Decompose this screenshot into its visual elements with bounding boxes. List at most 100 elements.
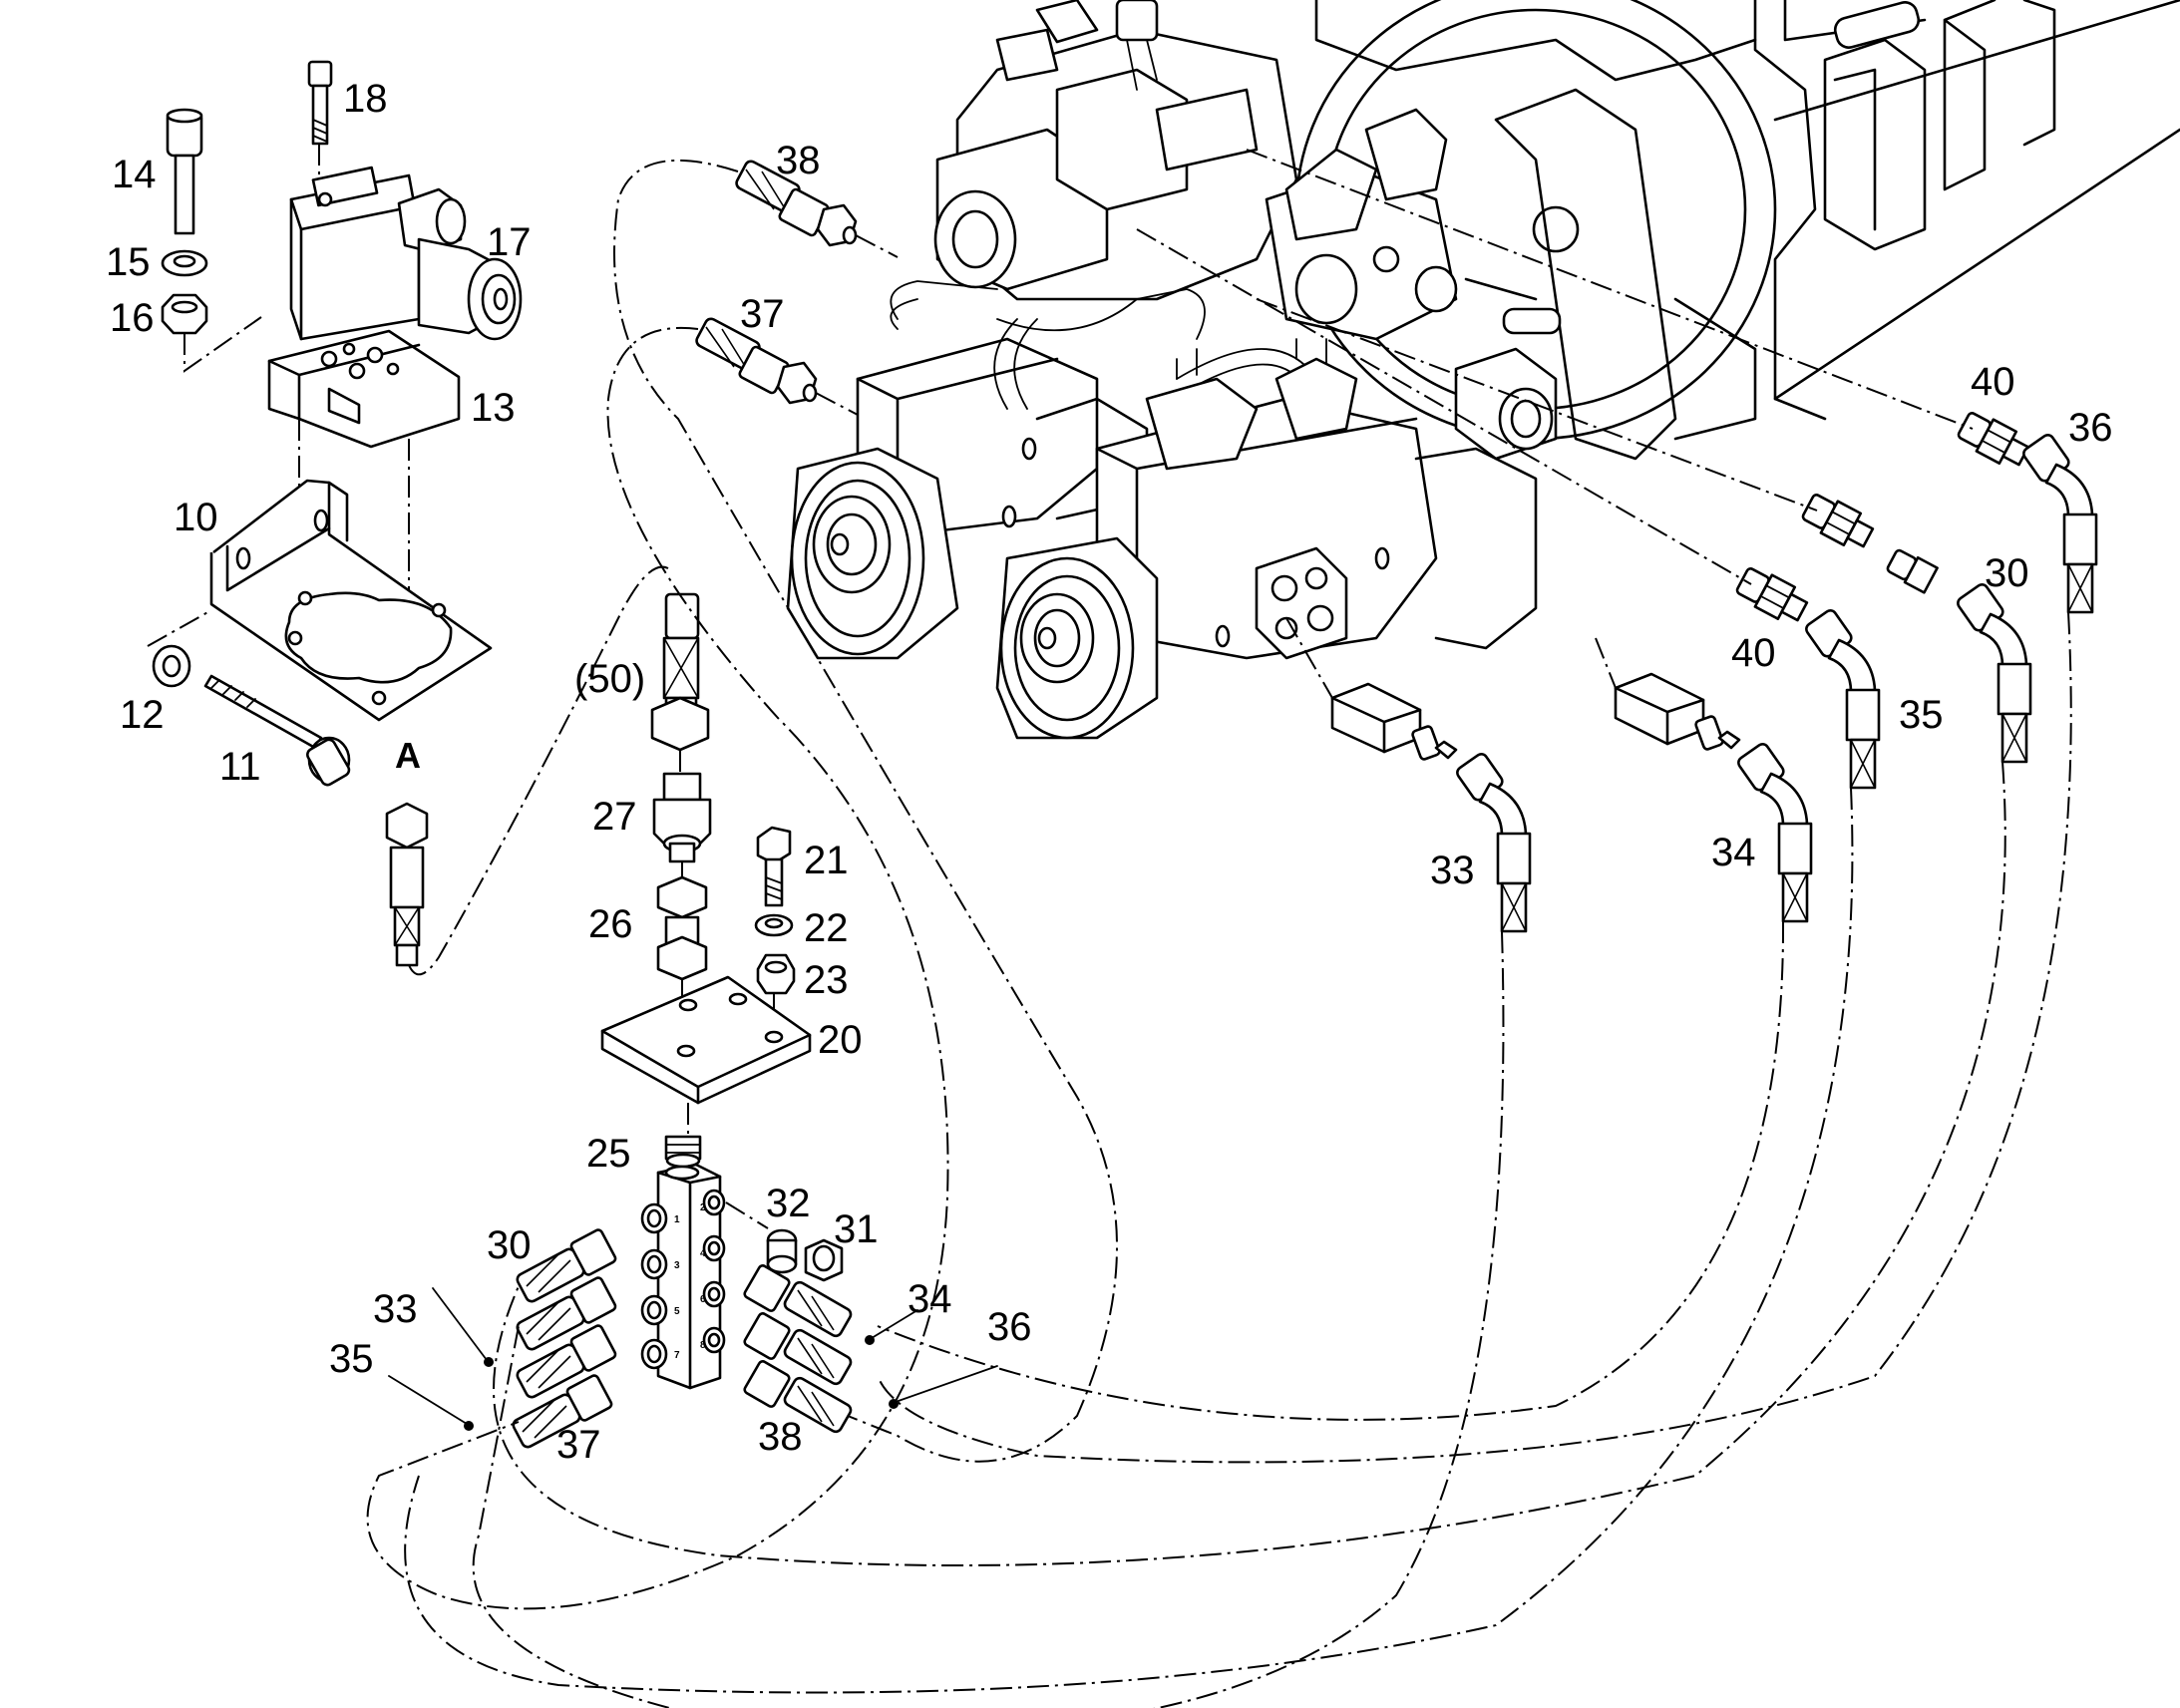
washer-15[interactable] [161, 249, 208, 277]
callout-50: (50) [574, 657, 645, 701]
port-number-6: 6 [700, 1294, 706, 1305]
manifold-port-7[interactable] [640, 1338, 668, 1370]
callout-38-top: 38 [776, 139, 821, 182]
callout-34-bottom: 34 [908, 1277, 952, 1321]
washer-22[interactable] [754, 913, 794, 937]
callout-27: 27 [592, 795, 637, 839]
manifold-port-1[interactable] [640, 1202, 668, 1234]
sensor-fitting-33[interactable] [1330, 682, 1458, 761]
hose-end-35-left[interactable] [516, 1324, 617, 1399]
elbow-hose-36-right[interactable] [2019, 431, 2098, 614]
callout-30-bottom: 30 [487, 1223, 532, 1267]
hose-end-38-top[interactable] [734, 160, 858, 247]
manifold-port-3[interactable] [640, 1248, 668, 1280]
hose-end-37-top[interactable] [694, 317, 818, 405]
callout-32: 32 [766, 1182, 811, 1225]
callout-35-bottom: 35 [329, 1337, 374, 1381]
nut-23[interactable] [756, 953, 796, 995]
cap-31[interactable] [804, 1238, 844, 1282]
hose-end-36-right[interactable] [743, 1312, 853, 1386]
callout-labels: 18 14 17 15 16 13 10 12 11 A (50) 27 26 … [106, 77, 2113, 1467]
port-number-3: 3 [674, 1260, 680, 1271]
fitting-40-top[interactable] [1954, 407, 2033, 474]
callout-37-top: 37 [740, 292, 785, 336]
callout-40-lower: 40 [1731, 631, 1776, 675]
callout-22: 22 [804, 906, 849, 950]
callout-37-bottom: 37 [556, 1423, 601, 1467]
hose-50[interactable] [650, 592, 710, 752]
pressure-switch-stack: 1 2 3 4 5 6 7 8 [512, 592, 853, 1449]
callout-16: 16 [110, 296, 155, 340]
fitting-25[interactable] [664, 1135, 702, 1169]
callout-26: 26 [588, 902, 633, 946]
bracket-10[interactable] [209, 479, 493, 722]
callout-34-right: 34 [1711, 831, 1756, 874]
solenoid-valve-group [147, 60, 669, 976]
callout-33-right: 33 [1430, 849, 1475, 892]
callout-30-right: 30 [1985, 551, 2029, 595]
hose-end-38-right[interactable] [743, 1360, 853, 1434]
callout-23: 23 [804, 958, 849, 1002]
manifold-port-2[interactable] [702, 1189, 726, 1216]
distribution-manifold[interactable]: 1 2 3 4 5 6 7 8 [640, 1163, 726, 1390]
callout-36-right: 36 [2068, 406, 2113, 450]
callout-14: 14 [112, 153, 157, 196]
pressure-switch-27[interactable] [652, 772, 712, 863]
port-number-2: 2 [700, 1202, 706, 1213]
callout-11: 11 [219, 745, 261, 789]
hose-end-30-left[interactable] [516, 1228, 617, 1303]
elbow-hose-30-right[interactable] [1954, 580, 2032, 764]
plug-32[interactable] [766, 1228, 798, 1274]
callout-20: 20 [818, 1018, 863, 1062]
adapter-fitting-a[interactable] [385, 802, 429, 967]
hose-end-37-left[interactable] [512, 1374, 613, 1449]
hose-routing-lines [366, 159, 2072, 1708]
leader-lines [388, 1287, 998, 1431]
callout-17: 17 [487, 220, 532, 264]
callout-13: 13 [471, 386, 516, 430]
fitting-35-upper[interactable] [1798, 489, 1878, 555]
callout-21: 21 [804, 839, 849, 882]
hose-end-34-right[interactable] [743, 1264, 853, 1338]
right-fittings [1136, 149, 2098, 933]
bolt-18[interactable] [307, 60, 333, 146]
upper-left-hoses [694, 160, 899, 416]
elbow-hose-33-right[interactable] [1453, 750, 1532, 933]
bolt-11[interactable] [203, 674, 351, 787]
callout-a: A [395, 735, 421, 776]
callout-33-bottom: 33 [373, 1287, 418, 1331]
elbow-hose-35-right[interactable] [1802, 606, 1881, 790]
manifold-port-6[interactable] [702, 1280, 726, 1308]
port-number-7: 7 [674, 1350, 680, 1361]
hose-end-33-left[interactable] [516, 1276, 617, 1351]
sensor-fitting-34[interactable] [1614, 672, 1741, 751]
manifold-port-8[interactable] [702, 1326, 726, 1354]
callout-31: 31 [834, 1207, 879, 1251]
callout-35-right: 35 [1899, 693, 1944, 737]
manifold-port-5[interactable] [640, 1294, 668, 1326]
callout-38-bottom: 38 [758, 1415, 803, 1459]
bolt-21[interactable] [756, 826, 792, 907]
callout-25: 25 [586, 1132, 631, 1176]
callout-36-bottom: 36 [987, 1305, 1032, 1349]
callout-10: 10 [174, 496, 218, 539]
callout-40-top: 40 [1971, 360, 2015, 404]
manifold-port-4[interactable] [702, 1234, 726, 1262]
pump-engine-assembly [786, 0, 2180, 740]
mounting-plate-20[interactable] [600, 975, 812, 1105]
adapter-26[interactable] [656, 875, 708, 981]
port-number-5: 5 [674, 1306, 680, 1317]
callout-12: 12 [120, 693, 165, 737]
port-number-8: 8 [700, 1340, 706, 1351]
cap-screw-14[interactable] [166, 108, 203, 235]
port-number-1: 1 [674, 1214, 680, 1225]
solenoid-valve-17[interactable] [289, 166, 523, 341]
callout-18: 18 [343, 77, 388, 121]
adapter-30-right[interactable] [1886, 547, 1939, 594]
nut-16[interactable] [161, 293, 208, 335]
port-number-4: 4 [700, 1248, 706, 1259]
washer-12[interactable] [152, 644, 191, 688]
fitting-40-lower[interactable] [1732, 562, 1812, 629]
subplate-13[interactable] [267, 329, 461, 449]
